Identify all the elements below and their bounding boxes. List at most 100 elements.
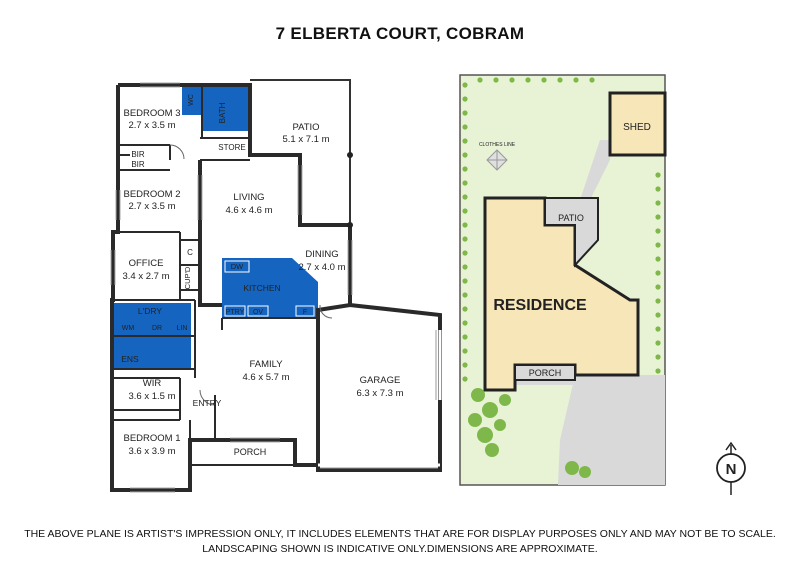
store-label: STORE [218,143,245,152]
residence-patio [544,197,599,268]
bedroom3-name: BEDROOM 3 [123,108,180,119]
shrub [462,306,468,312]
garage-name: GARAGE [360,375,401,386]
shrub [462,236,468,242]
family-name: FAMILY [249,359,283,370]
shrub [655,326,661,332]
office-dims: 3.4 x 2.7 m [123,271,170,282]
fridge-label: F [303,309,307,316]
shrub [589,77,595,83]
disclaimer-line-1: THE ABOVE PLANE IS ARTIST'S IMPRESSION O… [24,528,776,540]
shrub [462,152,468,158]
patio-post [347,152,353,158]
shrub [462,180,468,186]
shrub [655,172,661,178]
shrub [655,186,661,192]
dw-label: DW [231,262,244,271]
shrub [462,96,468,102]
residence-label: RESIDENCE [493,297,587,314]
tree [482,402,498,418]
wir-name: WIR [143,378,162,389]
shrub [462,222,468,228]
shed-label: SHED [623,122,651,133]
shrub [655,200,661,206]
path-shed [580,140,610,200]
shrub [462,376,468,382]
shrub [462,264,468,270]
shrub [655,228,661,234]
shrub [462,124,468,130]
shrub [525,77,531,83]
shrub [655,214,661,220]
shrub [462,82,468,88]
shrub [541,77,547,83]
shrub [462,278,468,284]
boundary-shrubs [462,77,661,382]
kitchen-label: KITCHEN [243,283,280,293]
ldry-label: L'DRY [138,306,162,316]
floor-plan-group: BEDROOM 3 2.7 x 3.5 m BATH WC STORE BIR … [110,79,442,493]
garage-dims: 6.3 x 7.3 m [357,388,404,399]
bedroom2-name: BEDROOM 2 [123,189,180,200]
site-patio-label: PATIO [558,213,584,223]
site-porch-label: PORCH [529,368,562,378]
bedroom2-dims: 2.7 x 3.5 m [129,201,176,212]
kitchen-area [222,258,318,318]
bir-label-2: BIR [131,160,145,169]
tree [579,466,591,478]
tree [565,461,579,475]
shed [608,91,667,157]
clothes-line-icon [486,149,508,171]
bedroom1-name: BEDROOM 1 [123,433,180,444]
bedroom3-dims: 2.7 x 3.5 m [129,120,176,131]
shrub [655,340,661,346]
door-swings [169,144,333,406]
north-compass-icon: N [716,441,746,495]
windows [110,82,353,493]
house-walls [110,83,352,492]
tree [485,443,499,457]
porch-label: PORCH [234,447,267,457]
ensuite-area [113,336,191,369]
tree [471,388,485,402]
shrub [655,242,661,248]
bath-area [202,85,248,131]
living-dims: 4.6 x 4.6 m [226,205,273,216]
trees [468,388,591,478]
shrub [557,77,563,83]
patio-post [347,222,353,228]
patio-dims: 5.1 x 7.1 m [283,134,330,145]
tree [494,419,506,431]
shrub [655,368,661,374]
dining-name: DINING [305,249,338,260]
wc-label: WC [188,94,195,106]
entry-label: ENTRY [193,398,222,408]
disclaimer-line-2: LANDSCAPING SHOWN IS INDICATIVE ONLY.DIM… [202,543,598,555]
bedroom1-dims: 3.6 x 3.9 m [129,446,176,457]
cupd-label: CUP'D [183,266,192,289]
shrub [573,77,579,83]
dining-dims: 2.7 x 4.0 m [299,262,346,273]
living-name: LIVING [233,192,264,203]
family-dims: 4.6 x 5.7 m [243,372,290,383]
kitchen-fixtures [224,260,315,317]
driveway [558,375,665,485]
shrub [655,298,661,304]
shrub [655,270,661,276]
shrub [462,320,468,326]
tree [477,427,493,443]
wir-dims: 3.6 x 1.5 m [129,391,176,402]
bir-label-1: BIR [131,150,145,159]
ov-label: OV [253,309,263,316]
tree [468,413,482,427]
ptry-label: PTRY [226,309,245,316]
c-label: C [187,248,193,257]
shrub [493,77,499,83]
shrub [462,138,468,144]
shrub [462,250,468,256]
lin-label: LIN [177,325,188,332]
shrub [462,110,468,116]
wc-area [182,85,201,115]
shrub [462,334,468,340]
